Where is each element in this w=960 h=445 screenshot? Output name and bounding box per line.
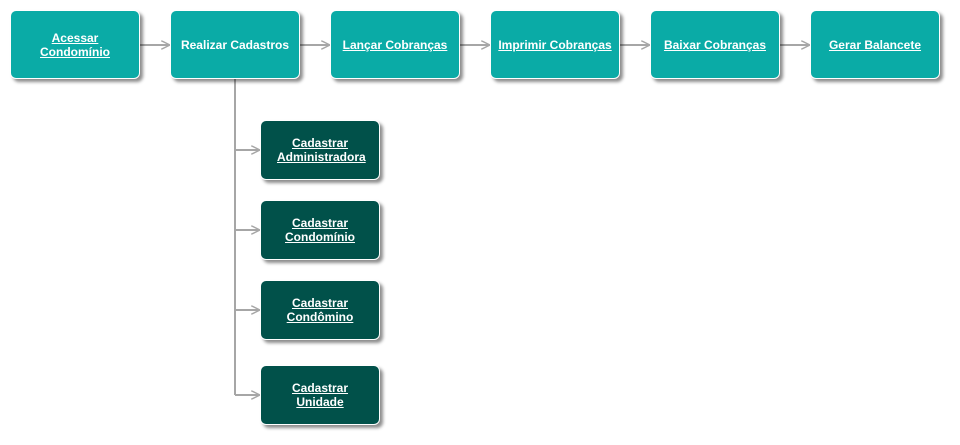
step-baixar-cobrancas[interactable]: Baixar Cobranças bbox=[650, 10, 780, 79]
step-imprimir-cobrancas-label[interactable]: Imprimir Cobranças bbox=[498, 37, 612, 52]
sub-cadastrar-condominio-label[interactable]: Cadastrar Condomínio bbox=[285, 216, 355, 244]
step-realizar-cadastros-label: Realizar Cadastros bbox=[180, 37, 290, 52]
sub-cadastrar-condomino-label[interactable]: Cadastrar Condômino bbox=[286, 296, 354, 324]
step-acessar-condominio[interactable]: Acessar Condomínio bbox=[10, 10, 140, 79]
step-gerar-balancete[interactable]: Gerar Balancete bbox=[810, 10, 940, 79]
step-baixar-cobrancas-label[interactable]: Baixar Cobranças bbox=[663, 37, 767, 52]
step-lancar-cobrancas-label[interactable]: Lançar Cobranças bbox=[342, 37, 448, 52]
sub-cadastrar-unidade[interactable]: Cadastrar Unidade bbox=[260, 365, 380, 425]
step-imprimir-cobrancas[interactable]: Imprimir Cobranças bbox=[490, 10, 620, 79]
sub-cadastrar-administradora[interactable]: Cadastrar Administradora bbox=[260, 120, 380, 180]
sub-cadastrar-condominio[interactable]: Cadastrar Condomínio bbox=[260, 200, 380, 260]
sub-cadastrar-condomino[interactable]: Cadastrar Condômino bbox=[260, 280, 380, 340]
sub-cadastrar-administradora-label[interactable]: Cadastrar Administradora bbox=[277, 136, 366, 164]
step-lancar-cobrancas[interactable]: Lançar Cobranças bbox=[330, 10, 460, 79]
step-gerar-balancete-label[interactable]: Gerar Balancete bbox=[828, 37, 922, 52]
sub-cadastrar-unidade-label[interactable]: Cadastrar Unidade bbox=[291, 381, 349, 409]
step-acessar-condominio-label[interactable]: Acessar Condomínio bbox=[40, 30, 110, 59]
step-realizar-cadastros: Realizar Cadastros bbox=[170, 10, 300, 79]
